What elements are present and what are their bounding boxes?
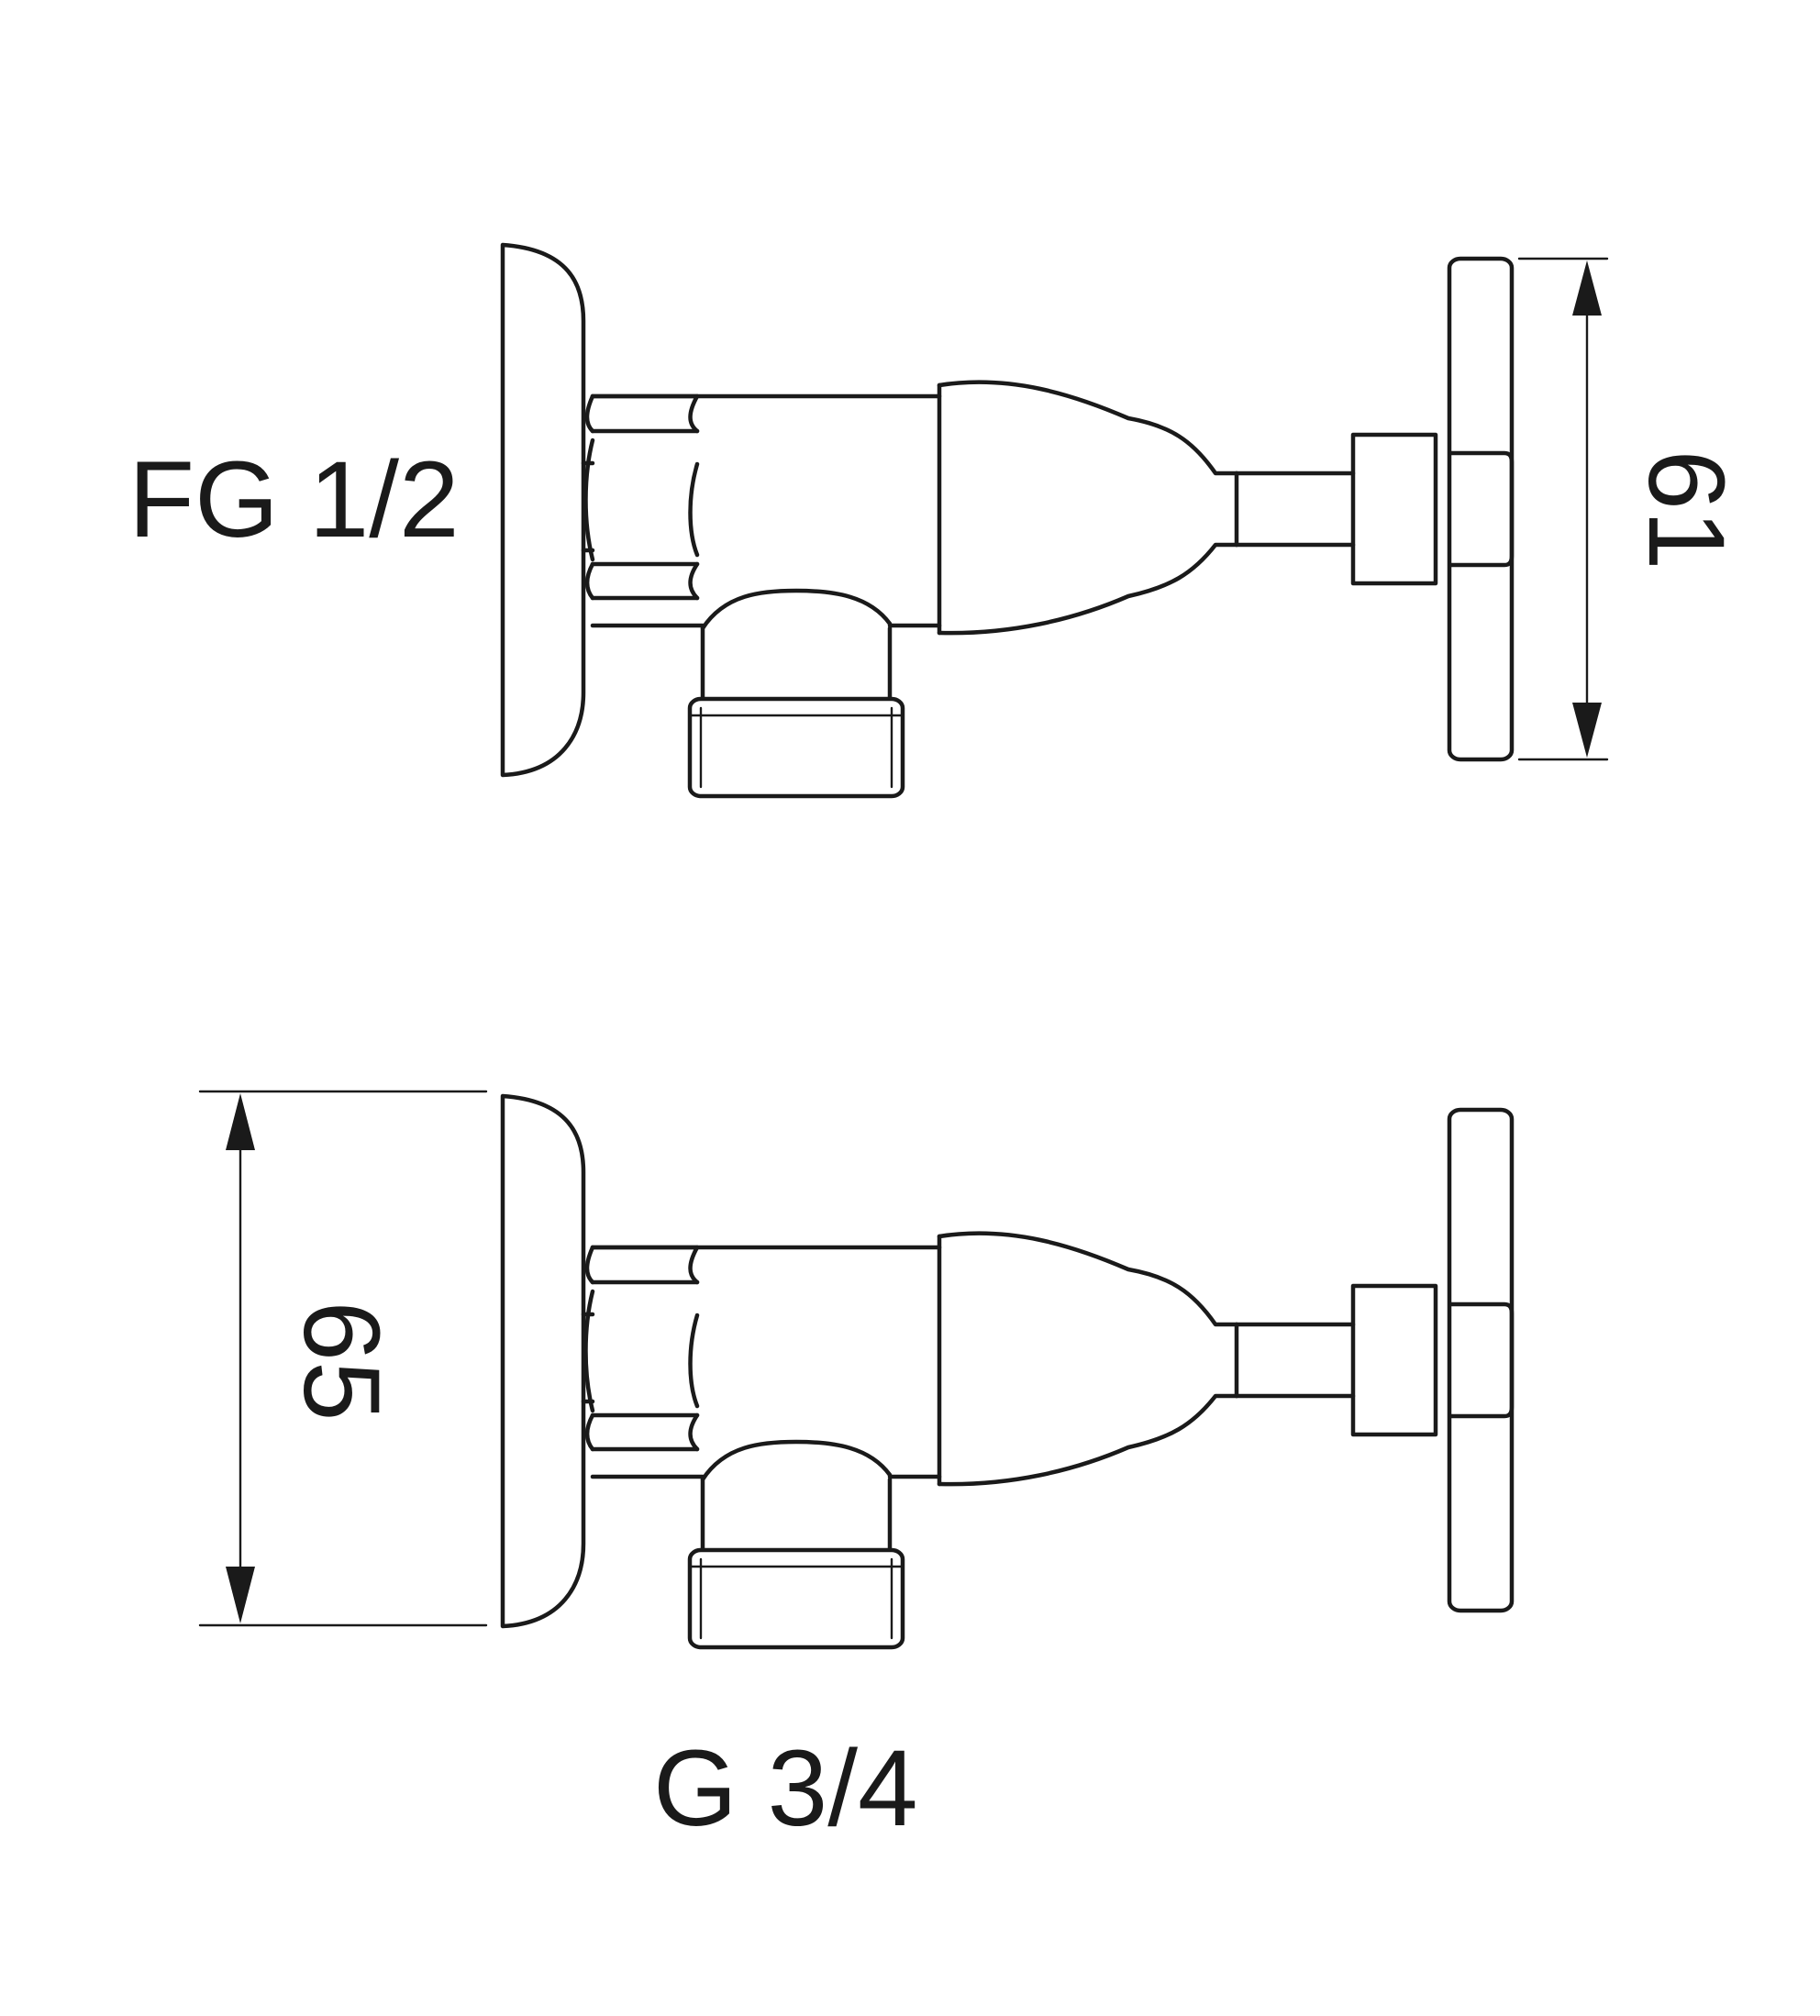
inlet-thread-label: FG 1/2: [128, 439, 460, 560]
handle-height-value: 61: [1626, 449, 1747, 570]
valve-drawing-bottom: [503, 1096, 1512, 1647]
outlet-thread-label: G 3/4: [653, 1728, 918, 1849]
dimension-flange-height: [198, 1090, 488, 1627]
dimension-handle-height: [1517, 257, 1609, 761]
flange-height-value: 65: [281, 1301, 402, 1421]
valve-drawing-top: [503, 245, 1512, 796]
